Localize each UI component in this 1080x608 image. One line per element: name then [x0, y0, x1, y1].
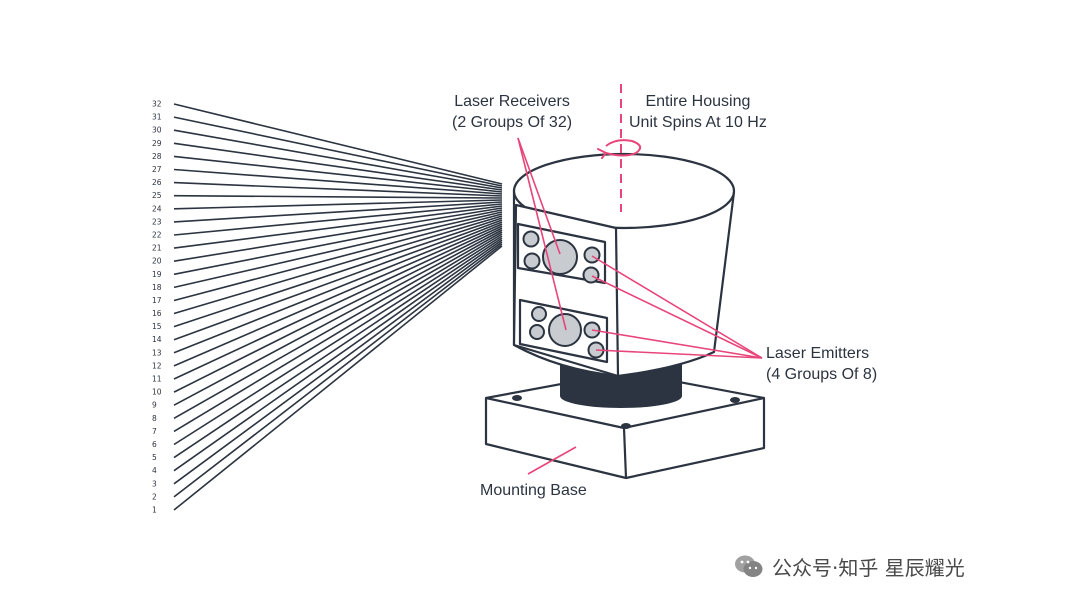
laser-beam-10 [173, 227, 503, 393]
watermark-text: 公众号·知乎 星辰耀光 [772, 556, 965, 580]
laser-beam-4 [173, 239, 503, 472]
laser-beam-16 [173, 215, 503, 315]
laser-beam-31 [173, 116, 503, 187]
laser-beam-22 [173, 203, 503, 236]
beam-label-13: 13 [152, 348, 162, 357]
beam-label-29: 29 [152, 139, 162, 148]
laser-beam-29 [173, 142, 503, 191]
laser-emitters-subtitle: (4 Groups Of 8) [766, 366, 878, 383]
beam-label-17: 17 [152, 296, 162, 305]
beam-label-5: 5 [152, 453, 157, 462]
laser-beam-3 [173, 241, 503, 485]
beam-label-16: 16 [152, 309, 162, 318]
spin-motor [560, 362, 682, 408]
beam-label-32: 32 [152, 100, 162, 109]
beam-label-27: 27 [152, 165, 162, 174]
laser-emitters-label: Laser Emitters (4 Groups Of 8) [766, 343, 877, 385]
beam-number-labels: 3231302928272625242322212019181716151413… [152, 100, 162, 515]
lens-group [522, 230, 605, 359]
beam-label-31: 31 [152, 113, 162, 122]
laser-beam-15 [173, 217, 503, 328]
beam-label-26: 26 [152, 178, 162, 187]
mounting-base-label: Mounting Base [480, 480, 587, 501]
rotation-indicator [597, 84, 642, 212]
beam-label-20: 20 [152, 257, 162, 266]
housing-label: Entire Housing Unit Spins At 10 Hz [629, 91, 767, 133]
beam-label-22: 22 [152, 231, 162, 240]
beam-label-2: 2 [152, 492, 157, 501]
laser-receivers-title: Laser Receivers [454, 93, 570, 110]
beam-label-24: 24 [152, 204, 162, 213]
mounting-base [484, 370, 766, 480]
laser-beam-24 [173, 199, 503, 210]
laser-beam-11 [173, 225, 503, 380]
housing-subtitle: Unit Spins At 10 Hz [629, 114, 767, 131]
laser-beam-32 [173, 103, 503, 185]
beam-label-25: 25 [152, 191, 162, 200]
housing-title: Entire Housing [645, 93, 751, 110]
laser-beam-19 [173, 209, 503, 276]
beam-label-3: 3 [152, 479, 157, 488]
laser-beam-23 [173, 201, 503, 223]
laser-beam-5 [173, 237, 503, 459]
beam-label-11: 11 [152, 375, 162, 384]
laser-beam-1 [173, 245, 503, 511]
beam-label-1: 1 [152, 506, 157, 515]
beam-label-23: 23 [152, 217, 162, 226]
laser-beam-21 [173, 205, 503, 249]
laser-beam-17 [173, 213, 503, 302]
beam-label-19: 19 [152, 270, 162, 279]
laser-emitters-title: Laser Emitters [766, 345, 870, 362]
beam-label-12: 12 [152, 361, 162, 370]
laser-receivers-subtitle: (2 Groups Of 32) [452, 114, 573, 131]
callout-lines [517, 137, 763, 475]
beam-label-18: 18 [152, 283, 162, 292]
laser-beam-8 [173, 231, 503, 419]
laser-beam-9 [173, 229, 503, 406]
laser-beam-14 [173, 219, 503, 341]
laser-beam-12 [173, 223, 503, 367]
beam-label-8: 8 [152, 414, 157, 423]
laser-beam-26 [173, 181, 503, 197]
laser-receivers-label: Laser Receivers (2 Groups Of 32) [452, 91, 572, 133]
laser-beam-18 [173, 211, 503, 289]
beam-label-14: 14 [152, 335, 162, 344]
laser-beam-25 [173, 194, 503, 199]
beam-label-30: 30 [152, 126, 162, 135]
watermark: 公众号·知乎 星辰耀光 [734, 552, 965, 581]
laser-beam-2 [173, 243, 503, 498]
beam-label-7: 7 [152, 427, 157, 436]
beam-label-6: 6 [152, 440, 157, 449]
mounting-base-title: Mounting Base [480, 482, 587, 499]
laser-beam-6 [173, 235, 503, 446]
laser-beam-27 [173, 168, 503, 195]
laser-beams [173, 103, 503, 511]
beam-label-15: 15 [152, 322, 162, 331]
beam-label-10: 10 [152, 388, 162, 397]
beam-label-9: 9 [152, 401, 157, 410]
beam-label-28: 28 [152, 152, 162, 161]
laser-beam-28 [173, 155, 503, 193]
beam-label-4: 4 [152, 466, 157, 475]
laser-beam-30 [173, 129, 503, 189]
laser-beam-20 [173, 207, 503, 262]
laser-beam-13 [173, 221, 503, 354]
wechat-icon [735, 555, 763, 577]
laser-beam-7 [173, 233, 503, 433]
beam-label-21: 21 [152, 244, 162, 253]
